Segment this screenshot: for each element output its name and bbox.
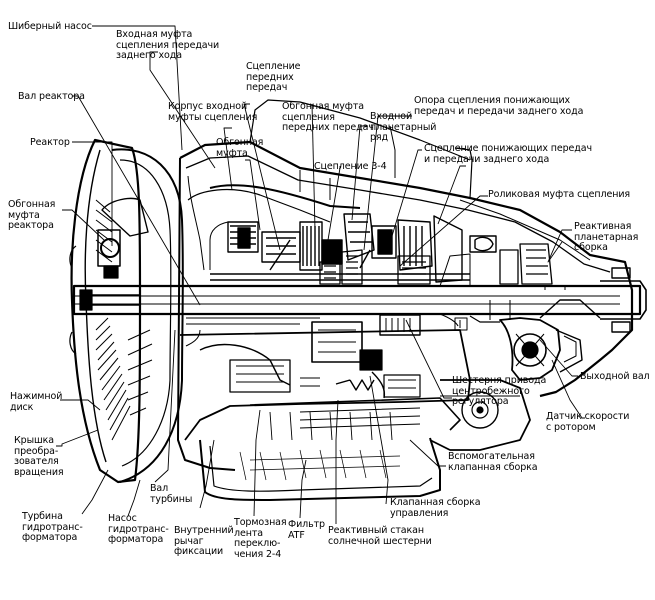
label-atf-filter: Фильтр ATF	[288, 519, 325, 541]
aux-valve-assembly	[429, 379, 531, 451]
label-control-valve: Клапанная сборка управления	[390, 497, 481, 519]
label-input-planetary: Входной планетарный ряд	[370, 111, 437, 143]
planetary-sets	[319, 243, 553, 285]
label-pressure-plate: Нажимной диск	[10, 391, 63, 413]
label-turbine-shaft: Вал турбины	[150, 483, 193, 505]
label-reactor-overrun: Обгонная муфта реактора	[8, 199, 56, 231]
label-governor-gear: Шестерня привода центробежного регулятор…	[452, 375, 547, 407]
label-reaction-planetary: Реактивная планетарная сборка	[574, 221, 639, 253]
label-lowreverse-support: Опора сцепления понижающих передач и пер…	[414, 95, 584, 117]
label-lowreverse-clutch: Сцепление понижающих передач и передачи …	[424, 143, 593, 165]
internal-detail-lines	[185, 170, 591, 347]
label-vane-pump: Шиберный насос	[8, 21, 92, 32]
label-brake-band: Тормозная лента переклю- чения 2-4	[234, 517, 287, 560]
label-clutch-34: Сцепление 3-4	[314, 161, 387, 172]
housing	[177, 99, 634, 471]
label-reverse-input-clutch: Входная муфта сцепления передачи заднего…	[116, 29, 220, 61]
label-speed-sensor: Датчик скорости с ротором	[546, 411, 630, 433]
label-inner-lever: Внутренний рычаг фиксации	[174, 525, 234, 557]
output-section	[499, 299, 601, 381]
label-forward-clutch: Сцепление передних передач	[246, 61, 301, 93]
main-shaft	[72, 267, 647, 333]
label-overrun-clutch: Обгонная муфта	[216, 137, 264, 159]
label-forward-overrun-clutch: Обгонная муфта сцепления передних переда…	[282, 101, 374, 133]
label-roller-clutch: Роликовая муфта сцепления	[488, 189, 631, 200]
label-output-shaft: Выходной вал	[580, 371, 650, 382]
turbine-blades	[95, 199, 153, 441]
label-aux-valve: Вспомогательная клапанная сборка	[448, 451, 538, 473]
label-input-clutch-housing: Корпус входной муфты сцепления	[168, 101, 258, 123]
label-converter-cover: Крышка преобра- зователя вращения	[14, 435, 64, 478]
label-turbine: Турбина гидротранс- форматора	[22, 511, 83, 543]
label-sun-shell: Реактивный стакан солнечной шестерни	[328, 525, 432, 547]
clutch-packs	[209, 184, 497, 283]
label-pump: Насос гидротранс- форматора	[108, 513, 169, 545]
leader-lines	[56, 25, 585, 524]
label-reactor-shaft: Вал реактора	[18, 91, 85, 102]
torque-converter	[69, 138, 184, 484]
oil-pan	[199, 437, 441, 501]
label-reactor: Реактор	[30, 137, 70, 148]
valve-body	[179, 314, 471, 441]
